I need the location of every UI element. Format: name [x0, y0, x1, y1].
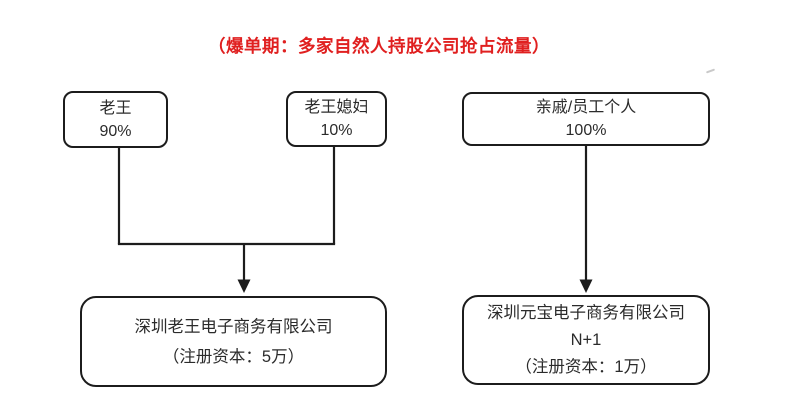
shareholder-share: 10% [320, 122, 353, 139]
company-capital-note: （注册资本：5万） [162, 347, 305, 366]
shareholder-box-laowang: 老王 90% [63, 91, 168, 148]
arrowhead-left [237, 279, 251, 293]
company-capital-note: （注册资本：1万） [515, 357, 657, 376]
shareholder-share: 100% [565, 122, 607, 139]
company-count-label: N+1 [570, 330, 602, 349]
shareholder-name: 老王 [99, 99, 132, 117]
company-name: 深圳老王电子商务有限公司 [134, 317, 333, 336]
shareholder-name: 亲戚/员工个人 [535, 99, 637, 116]
shareholder-share: 90% [99, 122, 132, 140]
company-box-yuanbao: 深圳元宝电子商务有限公司 N+1 （注册资本：1万） [462, 295, 710, 385]
shareholder-name: 老王媳妇 [304, 99, 369, 116]
shareholder-box-relatives: 亲戚/员工个人 100% [462, 92, 710, 146]
company-box-laowang: 深圳老王电子商务有限公司 （注册资本：5万） [80, 296, 387, 387]
shareholder-box-wife: 老王媳妇 10% [286, 91, 387, 147]
diagram-title: （爆单期：多家自然人持股公司抢占流量） [208, 36, 550, 56]
company-name: 深圳元宝电子商务有限公司 [487, 303, 685, 322]
arrowhead-right [579, 279, 593, 293]
